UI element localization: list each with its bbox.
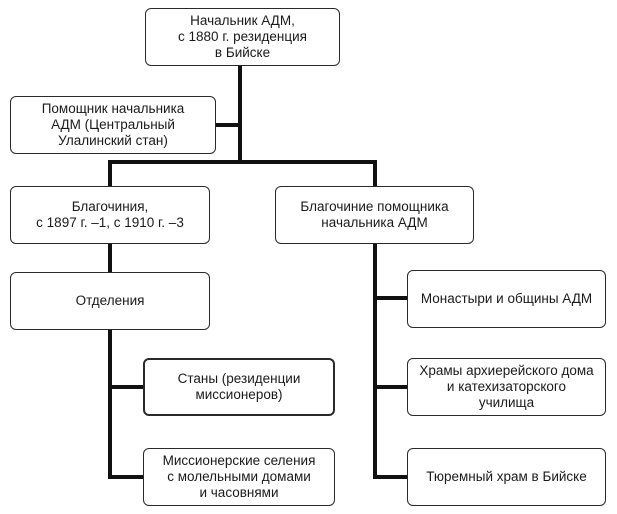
node-prison-temple: Тюремный храм в Бийске: [407, 448, 606, 506]
node-villages: Миссионерские селения с молельными домам…: [143, 448, 335, 506]
node-camps: Станы (резиденции миссионеров): [143, 358, 335, 416]
node-monasteries: Монастыри и общины АДМ: [407, 270, 606, 328]
node-assistant: Помощник начальника АДМ (Центральный Ула…: [10, 96, 216, 154]
node-assistant-deanery: Благочиние помощника начальника АДМ: [275, 186, 474, 244]
node-temples-bishop: Храмы архиерейского дома и катехизаторск…: [407, 358, 606, 416]
node-head: Начальник АДМ, с 1880 г. резиденция в Би…: [145, 8, 340, 66]
node-deaneries: Благочиния, с 1897 г. –1, с 1910 г. –3: [10, 186, 210, 244]
node-departments: Отделения: [10, 272, 210, 330]
